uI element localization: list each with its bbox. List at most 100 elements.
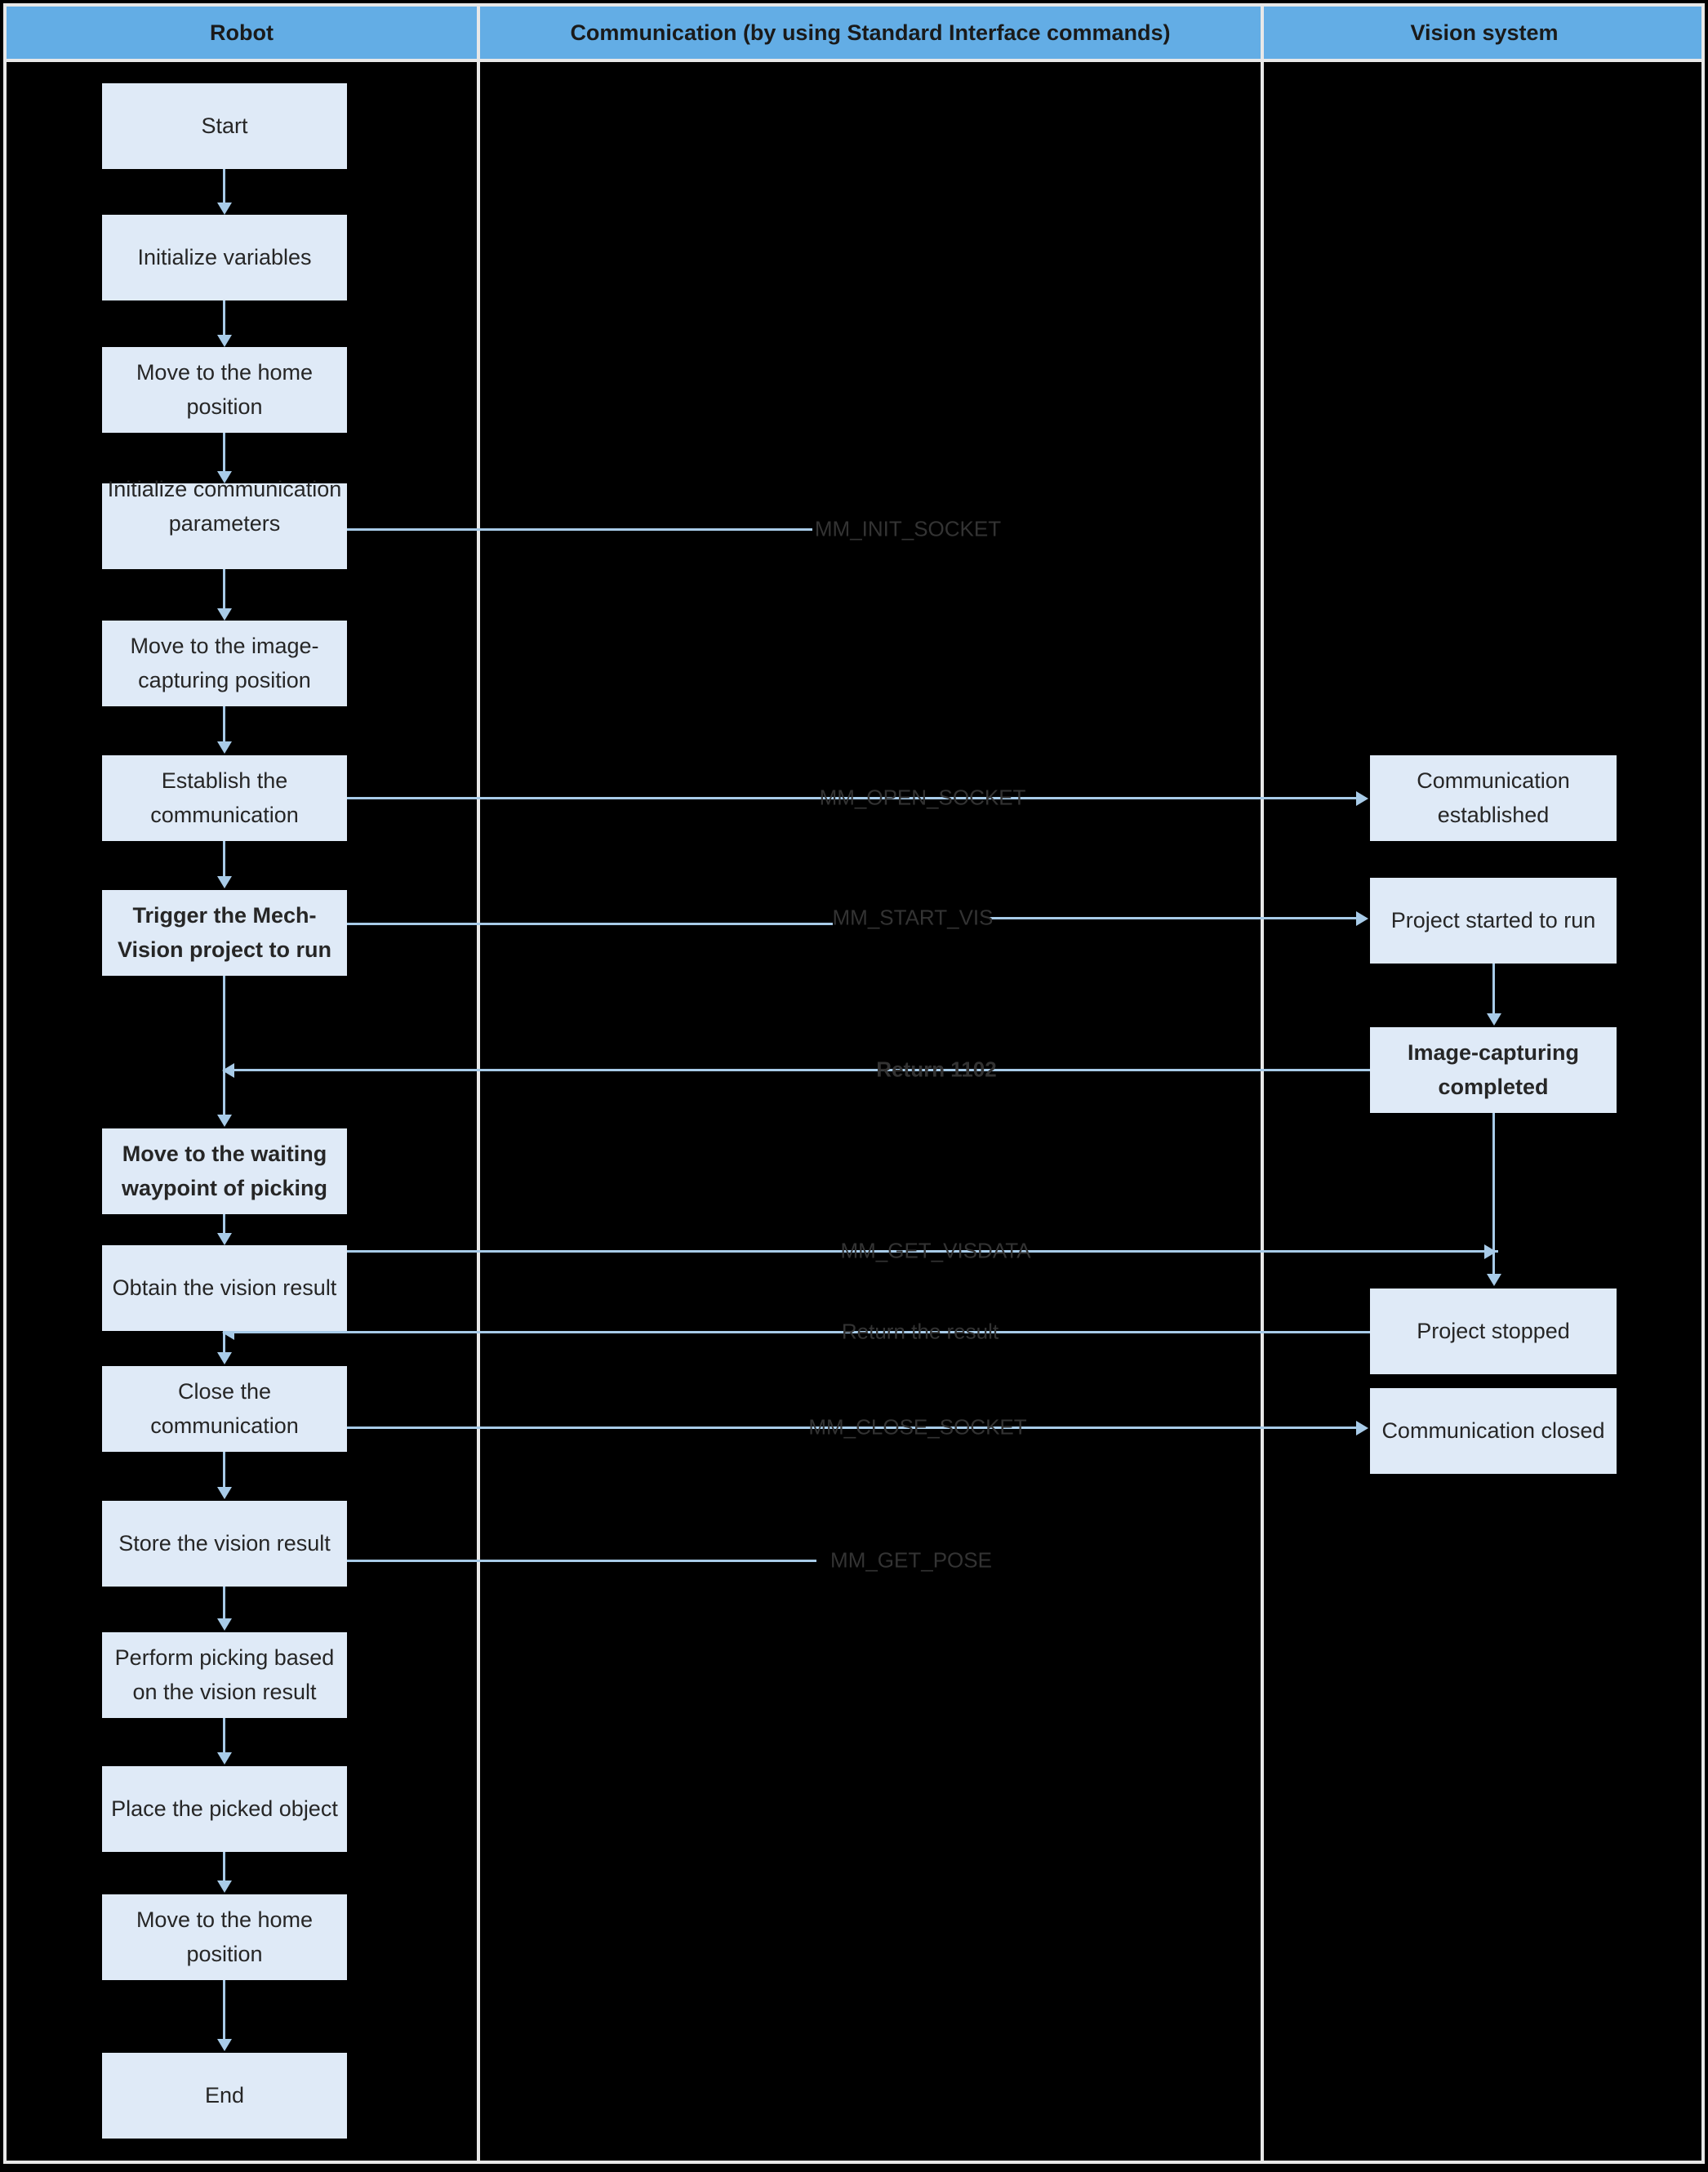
node-start[interactable]: Start (102, 83, 347, 169)
arrowhead-mm-close-socket (1356, 1421, 1368, 1435)
arrowhead-close-comm (217, 1352, 232, 1364)
node-perform-picking[interactable]: Perform picking based on the vision resu… (102, 1632, 347, 1718)
connector-image-capturing-to-project-stopped (1492, 1113, 1495, 1275)
header-bottom-border (3, 59, 1705, 62)
arrowhead-store-vision-result (217, 1487, 232, 1499)
arrowhead-mm-open-socket (1356, 791, 1368, 806)
node-label-move-to-home-position-1: Move to the home position (136, 359, 314, 419)
connector-init-variables-to-move-home (223, 300, 225, 337)
node-label-perform-picking: Perform picking based on the vision resu… (114, 1645, 335, 1704)
node-label-initialize-variables: Initialize variables (137, 244, 312, 269)
node-label-project-started-to-run: Project started to run (1390, 907, 1596, 932)
arrowhead-move-home-2 (217, 1880, 232, 1893)
connector-close-comm-to-store-result (223, 1452, 225, 1489)
connector-trigger-to-waiting-waypoint (223, 976, 225, 1116)
connector-mm-init-socket (347, 528, 812, 531)
connector-mm-open-socket (347, 797, 1358, 799)
node-move-to-home-position-2[interactable]: Move to the home position (102, 1894, 347, 1980)
connector-init-comm-to-move-capture (223, 569, 225, 608)
connector-start-to-init-variables (223, 169, 225, 205)
node-label-obtain-the-vision-result: Obtain the vision result (112, 1275, 337, 1300)
connector-label-text-mm-close-socket: MM_CLOSE_SOCKET (808, 1414, 1027, 1440)
node-end[interactable]: End (102, 2053, 347, 2139)
node-label-place-the-picked-object: Place the picked object (111, 1796, 338, 1821)
lane-header-vision: Vision system (1264, 7, 1705, 59)
node-place-the-picked-object[interactable]: Place the picked object (102, 1766, 347, 1852)
arrowhead-trigger-project (217, 876, 232, 888)
connector-label-text-return-1102: Return 1102 (876, 1057, 997, 1082)
connector-perform-picking-to-place-object (223, 1718, 225, 1754)
arrowhead-init-variables (217, 203, 232, 215)
frame-top-border (3, 3, 1705, 7)
connector-establish-to-trigger (223, 841, 225, 878)
lane-title-communication: Communication (by using Standard Interfa… (570, 20, 1171, 45)
node-label-initialize-communication-parameters: Initialize communication parameters (107, 477, 342, 536)
connector-waypoint-to-obtain-result (223, 1214, 225, 1235)
connector-store-result-to-perform-picking (223, 1587, 225, 1621)
arrowhead-project-stopped (1487, 1274, 1501, 1286)
lane-divider-left (3, 7, 7, 2164)
node-label-establish-the-communication: Establish the communication (150, 768, 299, 827)
lane-header-robot: Robot (7, 7, 477, 59)
node-initialize-communication-parameters[interactable]: Initialize communication parameters (102, 477, 347, 569)
connector-return-1102 (231, 1069, 1370, 1071)
arrowhead-obtain-vision-result (217, 1233, 232, 1245)
node-project-stopped[interactable]: Project stopped (1370, 1289, 1617, 1374)
node-project-started-to-run[interactable]: Project started to run (1370, 878, 1617, 964)
node-label-move-to-home-position-2: Move to the home position (136, 1907, 314, 1966)
connector-label-mm-get-pose: MM_GET_POSE (830, 1548, 992, 1573)
connector-move-home-to-end (223, 1980, 225, 2041)
node-trigger-mech-vision-project[interactable]: Trigger the Mech-Vision project to run (102, 890, 347, 976)
node-move-to-home-position-1[interactable]: Move to the home position (102, 347, 347, 433)
node-store-the-vision-result[interactable]: Store the vision result (102, 1501, 347, 1587)
connector-move-capture-to-establish (223, 706, 225, 743)
node-establish-the-communication[interactable]: Establish the communication (102, 755, 347, 841)
arrowhead-establish-comm (217, 741, 232, 754)
connector-label-text-mm-get-visdata: MM_GET_VISDATA (840, 1238, 1031, 1263)
lane-title-vision: Vision system (1410, 20, 1559, 45)
connector-place-object-to-move-home (223, 1852, 225, 1883)
arrowhead-move-home-1 (217, 335, 232, 347)
arrowhead-move-waiting-waypoint (217, 1115, 232, 1127)
node-label-project-stopped: Project stopped (1417, 1318, 1570, 1343)
arrowhead-perform-picking (217, 1618, 232, 1631)
arrowhead-init-comm-params (217, 471, 232, 483)
node-communication-established[interactable]: Communication established (1370, 755, 1617, 841)
node-communication-closed[interactable]: Communication closed (1370, 1388, 1617, 1474)
lane-divider-right (1701, 7, 1705, 2164)
node-label-move-to-image-capturing-position: Move to the image-capturing position (130, 633, 319, 692)
connector-obtain-result-to-close-comm (223, 1331, 225, 1354)
node-label-store-the-vision-result: Store the vision result (118, 1530, 331, 1556)
node-move-to-image-capturing-position[interactable]: Move to the image-capturing position (102, 621, 347, 706)
connector-label-text-mm-start-vis: MM_START_VIS (832, 905, 994, 930)
node-label-communication-established: Communication established (1417, 768, 1570, 827)
connector-return-the-result (231, 1331, 1370, 1333)
connector-label-return-1102: Return 1102 (876, 1057, 996, 1083)
connector-project-started-to-image-capturing (1492, 964, 1495, 1015)
node-label-close-the-communication: Close the communication (150, 1378, 299, 1438)
node-label-move-to-waiting-waypoint: Move to the waiting waypoint of picking (121, 1141, 327, 1200)
arrowhead-move-capture-pos (217, 608, 232, 621)
node-close-the-communication[interactable]: Close the communication (102, 1366, 347, 1452)
connector-label-text-mm-get-pose: MM_GET_POSE (830, 1547, 992, 1573)
node-move-to-waiting-waypoint[interactable]: Move to the waiting waypoint of picking (102, 1128, 347, 1214)
lane-title-robot: Robot (210, 20, 274, 45)
node-image-capturing-completed[interactable]: Image-capturing completed (1370, 1027, 1617, 1113)
connector-move-home-to-init-comm (223, 433, 225, 474)
arrowhead-return-1102 (222, 1063, 234, 1078)
connector-mm-close-socket (347, 1426, 1358, 1429)
node-label-image-capturing-completed: Image-capturing completed (1407, 1039, 1580, 1099)
connector-label-text-mm-open-socket: MM_OPEN_SOCKET (819, 785, 1026, 810)
node-initialize-variables[interactable]: Initialize variables (102, 215, 347, 300)
connector-mm-start-vis-right (990, 917, 1358, 919)
node-label-start: Start (201, 113, 248, 138)
node-label-trigger-mech-vision-project: Trigger the Mech-Vision project to run (117, 902, 332, 962)
connector-label-mm-get-visdata: MM_GET_VISDATA (840, 1239, 1030, 1264)
arrowhead-mm-start-vis (1356, 911, 1368, 926)
node-label-end: End (204, 2082, 245, 2107)
arrowhead-image-capturing-completed (1487, 1013, 1501, 1026)
connector-label-text-mm-init-socket: MM_INIT_SOCKET (814, 516, 1002, 541)
node-obtain-the-vision-result[interactable]: Obtain the vision result (102, 1245, 347, 1331)
connector-mm-get-pose (347, 1560, 816, 1562)
